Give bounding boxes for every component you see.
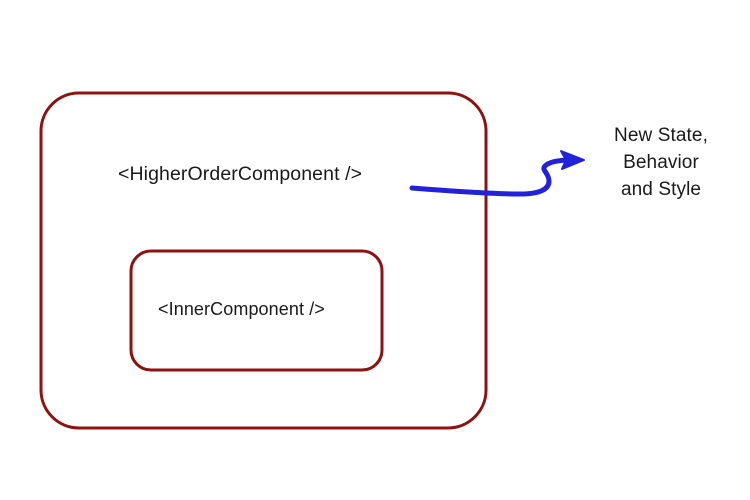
outcome-line-1: New State, xyxy=(614,125,708,146)
inner-component-label: <InnerComponent /> xyxy=(158,299,325,319)
outcome-text-block: New State, Behavior and Style xyxy=(596,122,726,203)
outcome-line-2: Behavior xyxy=(623,152,699,173)
higher-order-component-label: <HigherOrderComponent /> xyxy=(118,163,363,185)
curvy-arrow-head xyxy=(560,150,585,170)
outcome-line-3: and Style xyxy=(620,179,702,200)
inner-component-box xyxy=(129,249,384,372)
higher-order-component-box xyxy=(39,91,488,430)
curvy-arrow xyxy=(409,150,585,197)
curvy-arrow-shaft xyxy=(409,157,575,197)
